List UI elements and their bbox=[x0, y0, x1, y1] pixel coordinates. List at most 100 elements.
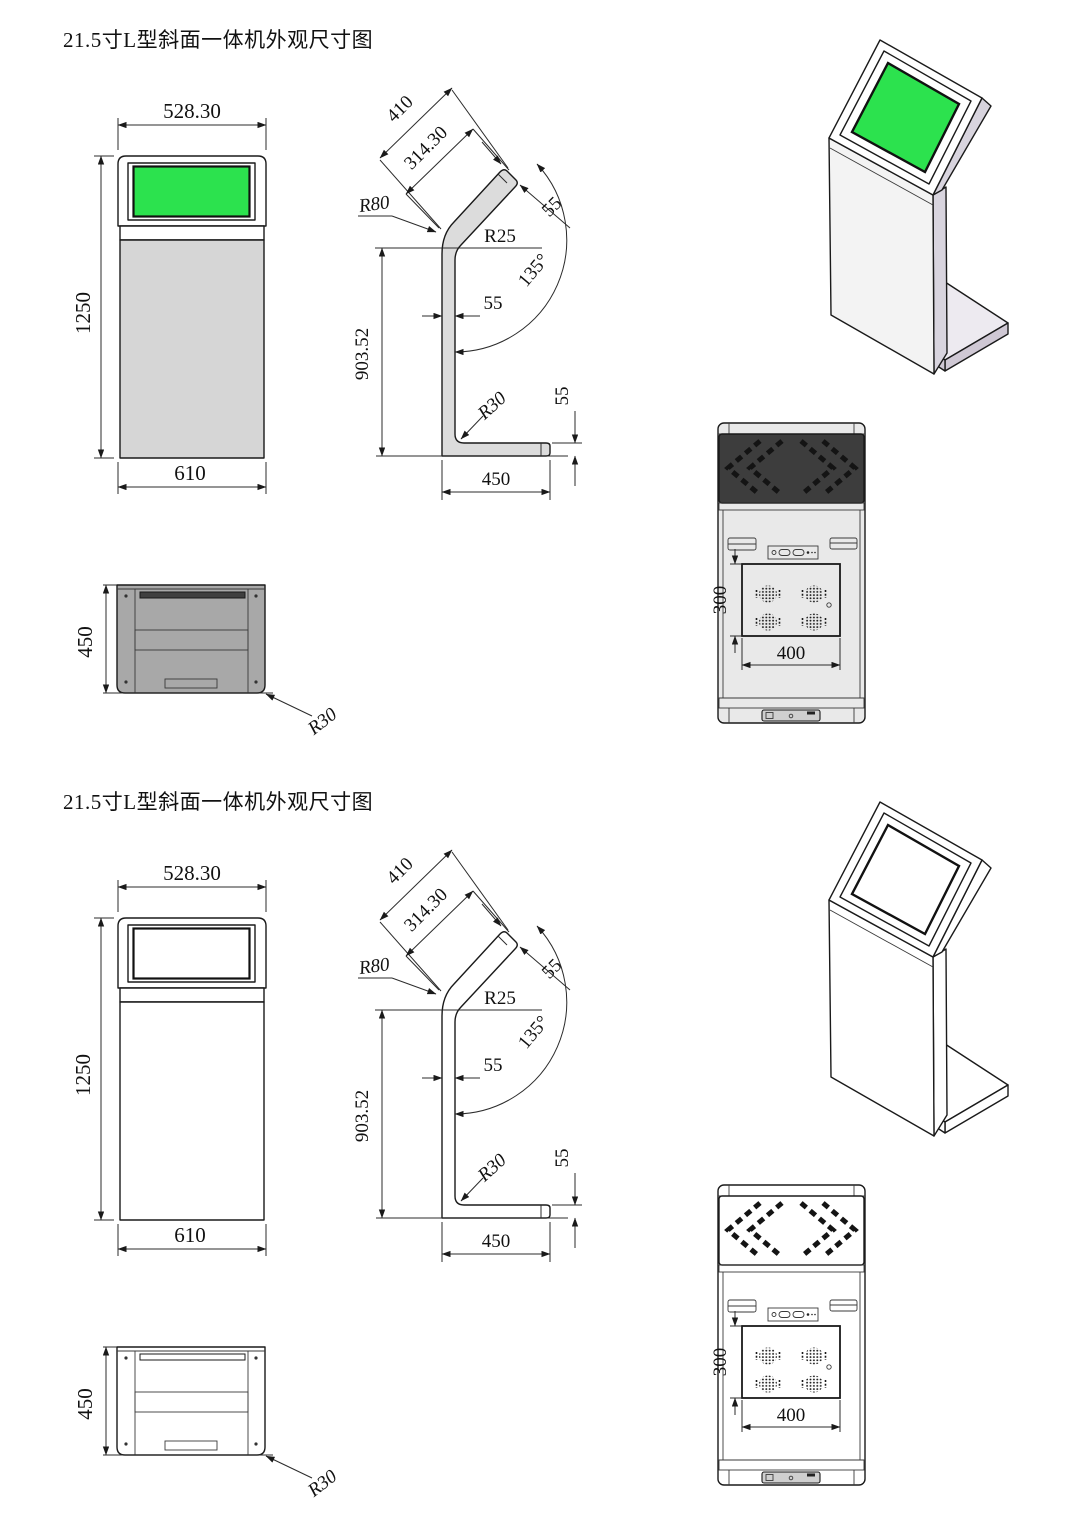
side-profile bbox=[375, 169, 568, 457]
plan-band bbox=[134, 1391, 249, 1413]
side-profile bbox=[375, 931, 568, 1219]
dim-radius-inner: R25 bbox=[484, 988, 516, 1009]
dim-plan-corner-radius: R30 bbox=[303, 1466, 341, 1502]
dim-column-height: 903.52 bbox=[352, 328, 373, 380]
front-screen bbox=[132, 165, 251, 218]
front-band bbox=[119, 225, 265, 241]
plan-screen-edge bbox=[139, 1353, 246, 1361]
front-dimensions: 528.30 1250 610 bbox=[71, 861, 267, 1256]
dim-plan-depth: 450 bbox=[73, 626, 97, 658]
back-power-plate bbox=[761, 1471, 821, 1484]
dim-door-height: 300 bbox=[710, 586, 731, 615]
back-cabinet bbox=[717, 422, 866, 724]
plan-band bbox=[134, 629, 249, 651]
isometric-view bbox=[828, 39, 1009, 375]
back-gap-strip bbox=[718, 1264, 865, 1273]
vent-chevrons-left bbox=[724, 1201, 784, 1259]
side-dimensions: 410 314.30 R80 R25 55 135° 903.52 55 R30 bbox=[352, 87, 582, 500]
back-dimensions: 300 400 bbox=[710, 549, 841, 670]
dim-column-height: 903.52 bbox=[352, 1090, 373, 1142]
front-body bbox=[119, 239, 265, 459]
iso-screen bbox=[850, 61, 961, 174]
dim-radius-top: R80 bbox=[357, 192, 392, 217]
dim-door-width: 400 bbox=[777, 1405, 806, 1426]
back-access-door bbox=[741, 1325, 841, 1399]
vent-chevrons-right bbox=[799, 1201, 859, 1259]
dim-front-bottom-width: 610 bbox=[174, 1223, 206, 1247]
back-view: 300 400 bbox=[710, 422, 866, 724]
vent-chevrons-left bbox=[724, 439, 784, 497]
iso-kiosk bbox=[828, 39, 1009, 375]
back-lower-strip bbox=[718, 1459, 865, 1471]
side-dimensions: 410 314.30 R80 R25 55 135° 903.52 55 R30 bbox=[352, 849, 582, 1262]
back-handle-right bbox=[829, 537, 858, 550]
dim-radius-base: R30 bbox=[473, 1150, 511, 1187]
door-lock-hole bbox=[826, 602, 832, 608]
back-vent-panel bbox=[718, 433, 865, 504]
dim-base-height: 55 bbox=[552, 1149, 573, 1168]
plan-shape bbox=[110, 1346, 273, 1456]
front-view: 528.30 1250 610 bbox=[71, 99, 267, 494]
dim-door-width: 400 bbox=[777, 643, 806, 664]
back-power-plate bbox=[761, 709, 821, 722]
dim-radius-base: R30 bbox=[473, 388, 511, 425]
iso-column-side bbox=[932, 948, 948, 1137]
dim-door-height: 300 bbox=[710, 1348, 731, 1377]
front-body bbox=[119, 1001, 265, 1221]
dim-column-thickness: 55 bbox=[484, 1055, 503, 1076]
section-title: 21.5寸L型斜面一体机外观尺寸图 bbox=[63, 28, 374, 52]
dim-base-depth: 450 bbox=[482, 1231, 511, 1252]
back-access-door bbox=[741, 563, 841, 637]
back-handle-right bbox=[829, 1299, 858, 1312]
section-title: 21.5寸L型斜面一体机外观尺寸图 bbox=[63, 790, 374, 814]
drawing-section: 21.5寸L型斜面一体机外观尺寸图 528.30 1250 bbox=[0, 762, 1080, 1522]
iso-column-side bbox=[932, 186, 948, 375]
front-dimensions: 528.30 1250 610 bbox=[71, 99, 267, 494]
dim-front-top-width: 528.30 bbox=[163, 861, 221, 885]
front-screen bbox=[132, 927, 251, 980]
dim-front-top-width: 528.30 bbox=[163, 99, 221, 123]
back-lower-strip bbox=[718, 697, 865, 709]
dim-front-height: 1250 bbox=[71, 1054, 95, 1096]
plan-view: 450 R30 bbox=[73, 1346, 342, 1502]
door-lock-hole bbox=[826, 1364, 832, 1370]
front-band bbox=[119, 987, 265, 1003]
plan-frame bbox=[116, 1346, 266, 1456]
dim-base-height: 55 bbox=[552, 387, 573, 406]
iso-kiosk bbox=[828, 801, 1009, 1137]
front-cabinet bbox=[117, 917, 267, 1221]
door-vent-clusters bbox=[755, 585, 827, 631]
dim-slant-inner: 314.30 bbox=[400, 122, 452, 174]
side-view: 410 314.30 R80 R25 55 135° 903.52 55 R30 bbox=[352, 849, 582, 1262]
dim-front-height: 1250 bbox=[71, 292, 95, 334]
dim-slant-inner: 314.30 bbox=[400, 884, 452, 936]
back-dimensions: 300 400 bbox=[710, 1311, 841, 1432]
back-io-plate bbox=[767, 545, 819, 560]
dim-base-depth: 450 bbox=[482, 469, 511, 490]
isometric-view bbox=[828, 801, 1009, 1137]
front-cabinet bbox=[117, 155, 267, 459]
door-vent-clusters bbox=[755, 1347, 827, 1393]
dim-radius-top: R80 bbox=[357, 954, 392, 979]
dim-slant-outer: 410 bbox=[383, 854, 418, 889]
back-io-plate bbox=[767, 1307, 819, 1322]
dim-plan-corner-radius: R30 bbox=[303, 704, 341, 740]
plan-tray bbox=[164, 678, 218, 689]
plan-frame bbox=[116, 584, 266, 694]
dim-front-bottom-width: 610 bbox=[174, 461, 206, 485]
dim-radius-inner: R25 bbox=[484, 226, 516, 247]
plan-tray bbox=[164, 1440, 218, 1451]
dim-slant-outer: 410 bbox=[383, 92, 418, 127]
front-view: 528.30 1250 610 bbox=[71, 861, 267, 1256]
iso-screen bbox=[850, 823, 961, 936]
back-cabinet bbox=[717, 1184, 866, 1486]
dim-angle: 135° bbox=[514, 1012, 553, 1053]
plan-screen-edge bbox=[139, 591, 246, 599]
back-vent-panel bbox=[718, 1195, 865, 1266]
side-view: 410 314.30 R80 R25 55 135° 903.52 55 R30 bbox=[352, 87, 582, 500]
vent-chevrons-right bbox=[799, 439, 859, 497]
drawing-section: 21.5寸L型斜面一体机外观尺寸图 528.30 1250 bbox=[0, 0, 1080, 760]
back-gap-strip bbox=[718, 502, 865, 511]
dim-column-thickness: 55 bbox=[484, 293, 503, 314]
